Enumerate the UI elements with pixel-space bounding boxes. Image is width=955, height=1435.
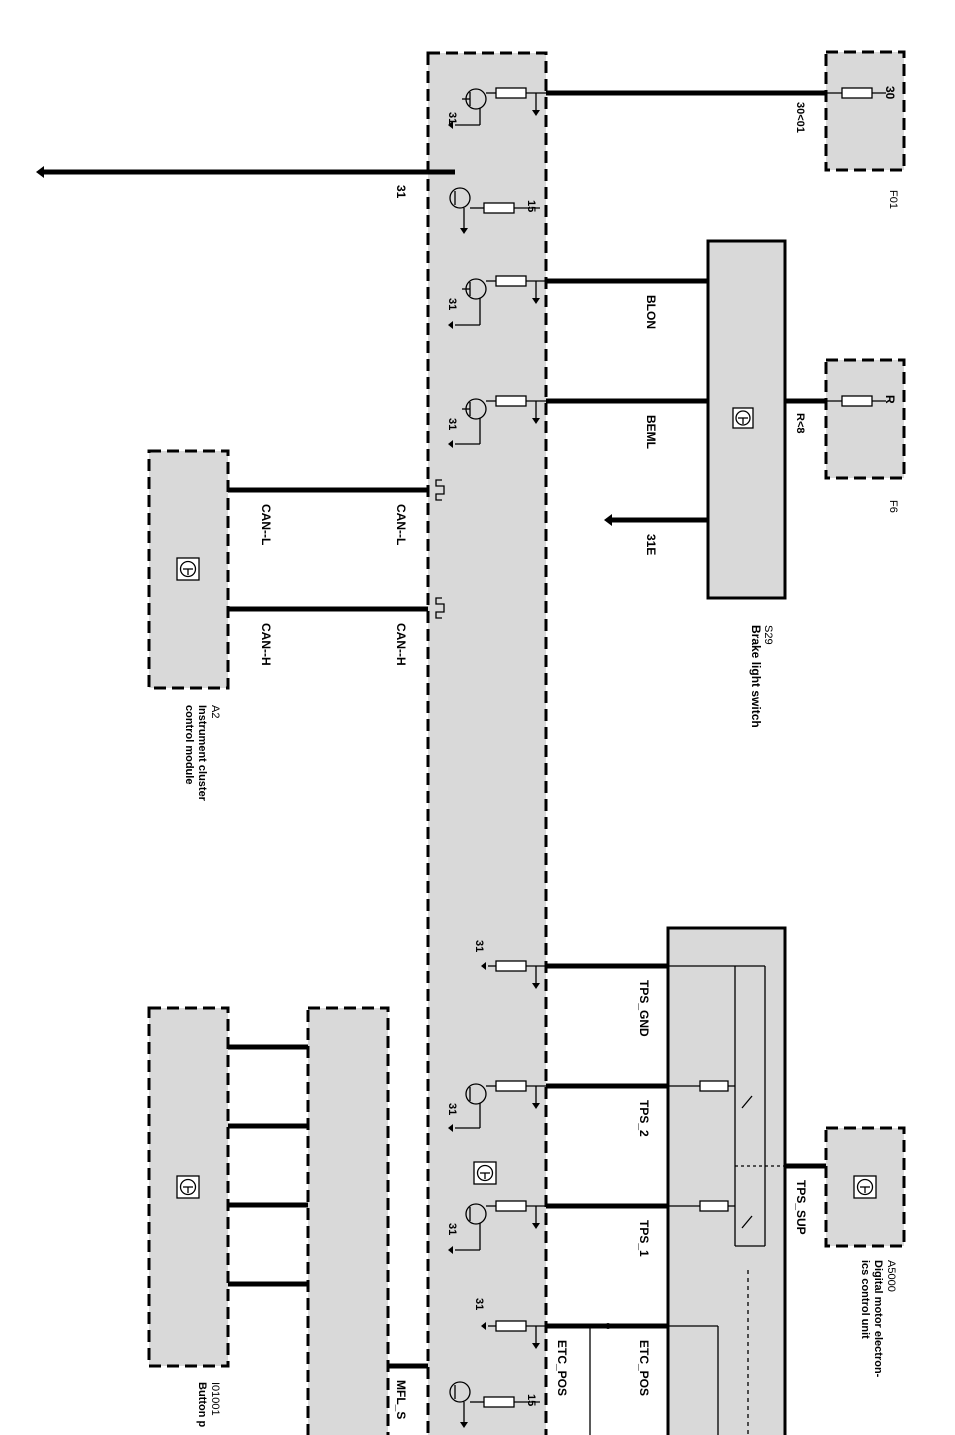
wire-tps-1-label: TPS_1	[637, 1220, 651, 1257]
f6-pin-label: R	[883, 395, 897, 404]
throttle-unit	[666, 926, 826, 1435]
driver-stage-beml: 31	[446, 395, 546, 448]
dme-control-unit-a5000: A5000 Digital motor electron- ics contro…	[824, 1126, 906, 1378]
f01-pin-label: 30	[883, 86, 897, 100]
wire-ground-31-label: 31	[394, 185, 408, 199]
i01001-name: Button p	[196, 1382, 208, 1427]
driver-stage-tps-gnd: 31	[473, 940, 546, 989]
driver-stage-tps-1: 31	[446, 1200, 546, 1254]
dme-symbol-icon	[473, 1161, 497, 1185]
fuse-f6: R F6	[820, 358, 906, 513]
stage-tps-2-pin: 31	[446, 1103, 458, 1115]
steering-interface-box	[306, 1006, 390, 1435]
instrument-cluster-a2: A2 Instrument cluster control module	[147, 449, 230, 802]
stage-ground-pin: 15	[525, 200, 537, 212]
stage-blon-pin: 31	[446, 298, 458, 310]
can-l-transceiver-icon	[435, 479, 445, 501]
wire-can-h-label-dme: CAN--H	[394, 623, 408, 666]
driver-stage-tps-2: 31	[446, 1080, 546, 1132]
stage-etc-pos-pin: 31	[473, 1298, 485, 1310]
stage-30-pin: 31	[446, 112, 458, 124]
dme-module-box	[426, 51, 548, 1435]
wire-tps-2-label: TPS_2	[637, 1100, 651, 1137]
a5000-name-line1: Digital motor electron-	[872, 1260, 884, 1378]
a2-name-line2: control module	[183, 705, 195, 784]
wire-can-l-label-a2: CAN--L	[259, 504, 273, 545]
wire-31e-label: 31E	[644, 534, 658, 555]
wire-etc-pos-label-dme: ETC_POS	[555, 1340, 569, 1396]
stage-tps-gnd-pin: 31	[473, 940, 485, 952]
i01001-id: I01001	[209, 1382, 221, 1416]
wire-tps-sup-label: TPS_SUP	[794, 1180, 808, 1235]
s29-id: S29	[762, 625, 774, 645]
f01-id: F01	[887, 190, 899, 209]
wire-etc-pos-label-unit: ETC_POS	[637, 1340, 651, 1396]
wire-30-label: 30<01	[794, 102, 806, 133]
stage-beml-pin: 31	[446, 418, 458, 430]
driver-stage-blon: 31	[446, 275, 546, 329]
wire-can-h-label-a2: CAN--H	[259, 623, 273, 666]
can-h-transceiver-icon	[435, 597, 445, 619]
wire-beml-label: BEML	[644, 415, 658, 449]
a2-id: A2	[209, 705, 221, 718]
a5000-name-line2: ics control unit	[859, 1260, 871, 1339]
driver-stage-mfl: 15	[449, 1381, 540, 1428]
stage-mfl-pin: 15	[525, 1394, 537, 1406]
wire-blon-label: BLON	[644, 295, 658, 329]
driver-stage-etc-pos: 31	[473, 1298, 546, 1349]
a5000-id: A5000	[885, 1260, 897, 1292]
brake-light-switch-s29: S29 Brake light switch	[706, 239, 787, 728]
driver-stage-30: 31	[446, 87, 546, 129]
stage-tps-1-pin: 31	[446, 1223, 458, 1235]
a2-name-line1: Instrument cluster	[196, 705, 208, 802]
driver-stage-ground: 15	[449, 187, 540, 234]
button-panel-i01001: I01001 Button p	[147, 1006, 230, 1427]
fuse-f01: 30 F01	[820, 50, 906, 209]
wire-tps-gnd-label: TPS_GND	[637, 980, 651, 1037]
wire-r8-label: R<8	[794, 413, 806, 434]
s29-name: Brake light switch	[749, 625, 763, 728]
f6-id: F6	[887, 500, 899, 513]
wire-mfl-label: MFL_S	[394, 1380, 408, 1419]
wire-can-l-label-dme: CAN--L	[394, 504, 408, 545]
